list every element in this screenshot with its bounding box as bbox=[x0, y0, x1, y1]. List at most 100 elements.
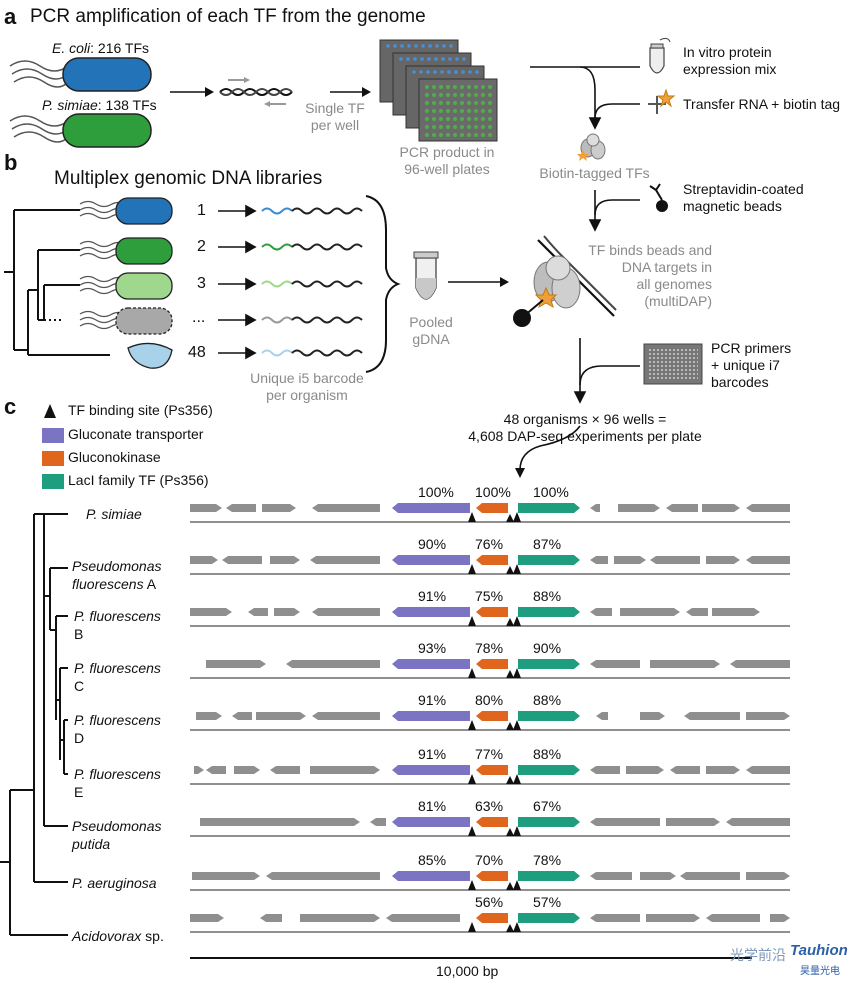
simiae-label: P. simiae: 138 TFs bbox=[42, 97, 157, 113]
gluconate-transporter-gene bbox=[392, 555, 470, 565]
laci-gene bbox=[518, 711, 580, 721]
experiments-label: 48 organisms × 96 wells = 4,608 DAP-seq … bbox=[468, 411, 702, 444]
gluconokinase-gene bbox=[476, 817, 508, 827]
gluconokinase-gene bbox=[476, 607, 508, 617]
gluconokinase-gene bbox=[476, 913, 508, 923]
simiae-bacterium-icon bbox=[9, 113, 152, 148]
gene-track-row bbox=[190, 555, 790, 575]
identity-percent: 88% bbox=[533, 692, 562, 708]
species-label: P. aeruginosa bbox=[72, 875, 157, 891]
gene-track-row bbox=[190, 659, 790, 679]
phylogeny-tree-c bbox=[0, 513, 68, 936]
identity-percent: 100% bbox=[533, 484, 569, 500]
pooled-label: Pooled gDNA bbox=[409, 314, 453, 347]
single-tf-label: Single TF per well bbox=[305, 100, 365, 133]
identity-percent: 78% bbox=[533, 852, 562, 868]
legend-gluconokinase: Gluconokinase bbox=[68, 449, 161, 465]
gene-track-row bbox=[190, 711, 790, 731]
identity-percent: 77% bbox=[475, 746, 504, 762]
arrow-icon bbox=[170, 87, 214, 97]
laci-gene bbox=[518, 871, 580, 881]
gluconokinase-gene bbox=[476, 711, 508, 721]
species-label: P. simiae bbox=[86, 506, 142, 522]
ecoli-label: E. coli: 216 TFs bbox=[52, 40, 150, 56]
binding-peak bbox=[513, 564, 521, 574]
scale-bar-label: 10,000 bp bbox=[436, 963, 499, 979]
binding-peak bbox=[506, 514, 514, 522]
panel-a-title: PCR amplification of each TF from the ge… bbox=[30, 6, 426, 27]
species-label: Acidovorax sp. bbox=[72, 928, 164, 944]
identity-percent: 75% bbox=[475, 588, 504, 604]
gene-tracks bbox=[190, 503, 790, 933]
binding-peak bbox=[468, 720, 476, 730]
library-number: ... bbox=[192, 309, 206, 326]
binding-peak bbox=[513, 922, 521, 932]
gluconokinase-gene bbox=[476, 503, 508, 513]
legend-swatch-laci bbox=[42, 474, 64, 489]
biotin-tagged-label: Biotin-tagged TFs bbox=[539, 165, 650, 181]
identity-percent: 85% bbox=[418, 852, 447, 868]
binding-peak bbox=[506, 670, 514, 678]
flow-lines bbox=[573, 338, 640, 404]
dna-primer-icon bbox=[219, 77, 293, 107]
in-vitro-label: In vitro protein expression mix bbox=[683, 44, 777, 77]
ecoli-bacterium-icon bbox=[9, 57, 152, 92]
binding-peak bbox=[513, 880, 521, 890]
laci-gene bbox=[518, 913, 580, 923]
gluconokinase-gene bbox=[476, 871, 508, 881]
binding-peak bbox=[468, 880, 476, 890]
library-bacteria bbox=[79, 197, 173, 369]
binding-peak bbox=[506, 722, 514, 730]
identity-percent: 100% bbox=[475, 484, 511, 500]
primer-plate-icon bbox=[643, 343, 703, 385]
identity-percent: 93% bbox=[418, 640, 447, 656]
laci-gene bbox=[518, 607, 580, 617]
identity-percent: 56% bbox=[475, 894, 504, 910]
gene-track-row bbox=[190, 503, 790, 523]
transfer-rna-label: Transfer RNA + biotin tag bbox=[683, 96, 841, 112]
identity-percent: 78% bbox=[475, 640, 504, 656]
library-number: 2 bbox=[197, 238, 206, 255]
identity-percent: 91% bbox=[418, 692, 447, 708]
gene-track-row bbox=[190, 871, 790, 891]
identity-percent: 87% bbox=[533, 536, 562, 552]
barcoded-dna bbox=[261, 207, 363, 357]
barcode-label: Unique i5 barcode per organism bbox=[250, 370, 364, 403]
panel-letter-b: b bbox=[4, 150, 18, 175]
gluconate-transporter-gene bbox=[392, 871, 470, 881]
identity-percent: 90% bbox=[533, 640, 562, 656]
biotin-tf-icon bbox=[577, 133, 606, 161]
binding-peak bbox=[513, 616, 521, 626]
identity-percent: 57% bbox=[533, 894, 562, 910]
legend-binding-site: TF binding site (Ps356) bbox=[68, 402, 213, 418]
binding-peak bbox=[513, 720, 521, 730]
library-number: 3 bbox=[197, 275, 206, 292]
binding-peak bbox=[468, 512, 476, 522]
binding-peak bbox=[468, 826, 476, 836]
identity-percent: 70% bbox=[475, 852, 504, 868]
gene-track-row bbox=[190, 607, 790, 627]
arrow-icon bbox=[448, 277, 509, 287]
legend-swatch-gluconokinase bbox=[42, 451, 64, 466]
gluconokinase-gene bbox=[476, 555, 508, 565]
watermark: 光学前沿 bbox=[730, 945, 786, 965]
pcr-product-label: PCR product in 96-well plates bbox=[399, 144, 495, 177]
binding-peak bbox=[513, 512, 521, 522]
identity-percent: 90% bbox=[418, 536, 447, 552]
gluconokinase-gene bbox=[476, 765, 508, 775]
multidap-complex-icon bbox=[513, 235, 617, 327]
gluconate-transporter-gene bbox=[392, 607, 470, 617]
pcr-primers-label: PCR primers + unique i7 barcodes bbox=[711, 340, 792, 390]
multidap-label: TF binds beads and DNA targets in all ge… bbox=[588, 242, 712, 309]
gluconate-transporter-gene bbox=[392, 711, 470, 721]
binding-peak bbox=[468, 616, 476, 626]
gluconokinase-gene bbox=[476, 659, 508, 669]
plate-stack-icon bbox=[379, 39, 498, 142]
binding-peak bbox=[468, 774, 476, 784]
brace-icon bbox=[365, 195, 401, 373]
laci-gene bbox=[518, 555, 580, 565]
identity-percent: 88% bbox=[533, 588, 562, 604]
